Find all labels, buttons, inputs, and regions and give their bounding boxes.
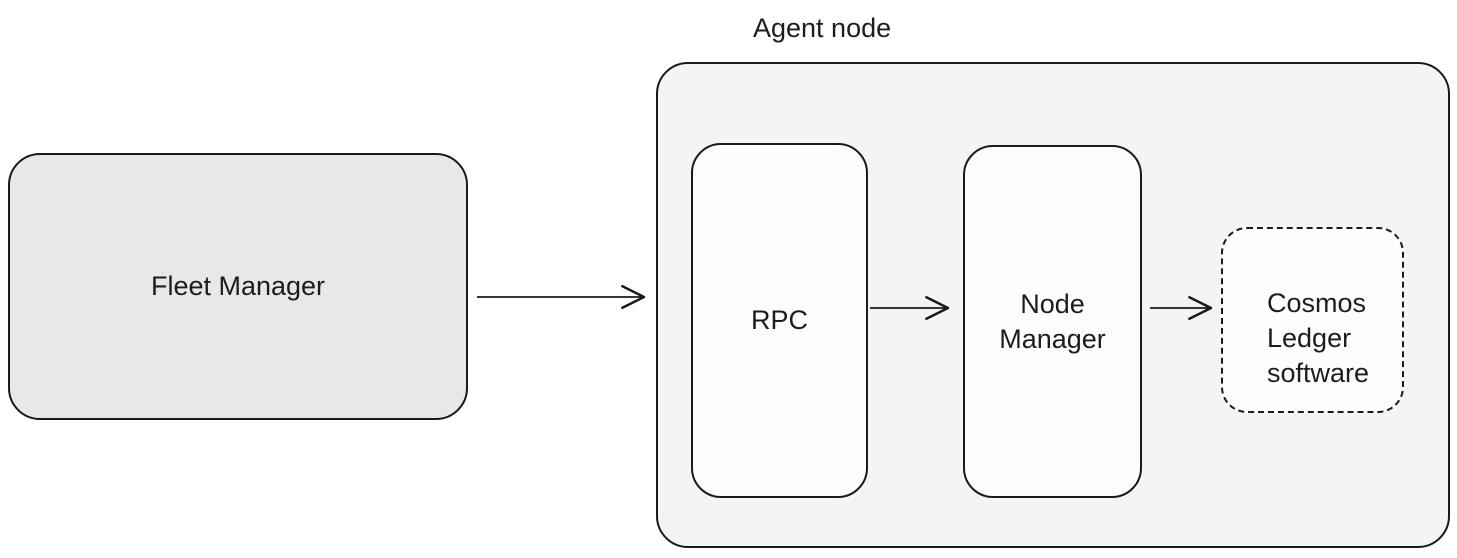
cosmos-ledger-label: Cosmos Ledger software bbox=[1267, 287, 1370, 388]
node-cosmos-ledger: Cosmos Ledger software bbox=[1221, 227, 1404, 413]
node-manager-label: Node Manager bbox=[999, 288, 1106, 354]
agent-node-title: Agent node bbox=[753, 13, 892, 43]
node-fleet-manager: Fleet Manager bbox=[8, 153, 468, 420]
node-node-manager: Node Manager bbox=[963, 145, 1142, 498]
node-rpc: RPC bbox=[691, 143, 868, 498]
rpc-label: RPC bbox=[750, 305, 808, 335]
fleet-manager-label: Fleet Manager bbox=[150, 271, 326, 301]
